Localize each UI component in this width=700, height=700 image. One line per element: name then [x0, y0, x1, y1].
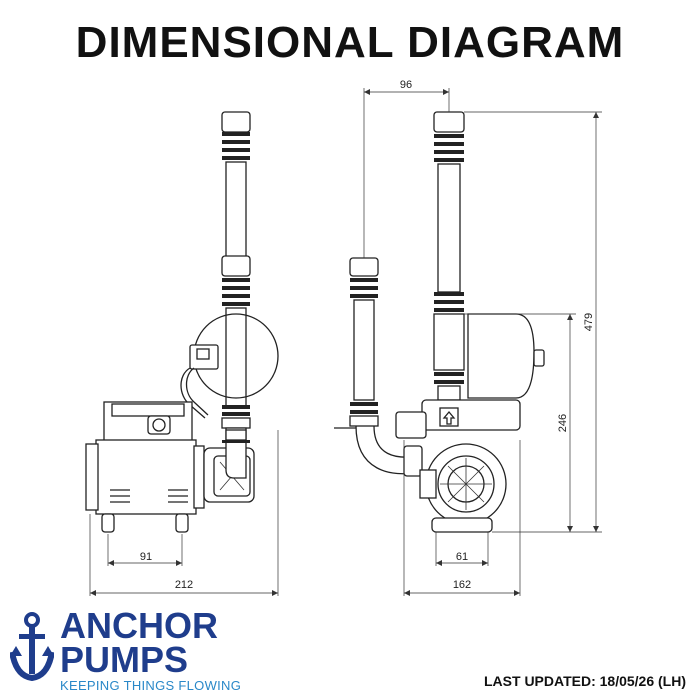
- last-updated-label: LAST UPDATED: 18/05/26 (LH): [484, 673, 686, 689]
- left-view-dimensions: 91 212: [89, 430, 279, 596]
- right-view-pump: [334, 111, 545, 533]
- brand-name-pumps: PUMPS: [60, 639, 189, 680]
- dimension-91: 91: [140, 551, 152, 563]
- anchor-icon: [10, 612, 54, 682]
- left-view-pump: [85, 111, 279, 533]
- brand-logo: ANCHOR PUMPS KEEPING THINGS FLOWING: [10, 606, 270, 696]
- dimension-479: 479: [583, 313, 595, 331]
- dimension-212: 212: [175, 579, 193, 591]
- dimension-61: 61: [456, 551, 468, 563]
- dimension-246: 246: [557, 414, 569, 432]
- dimension-162: 162: [453, 579, 471, 591]
- brand-name-anchor: ANCHOR: [60, 605, 218, 646]
- dimension-96: 96: [400, 79, 412, 91]
- brand-tagline: KEEPING THINGS FLOWING: [60, 678, 242, 693]
- page-title: DIMENSIONAL DIAGRAM: [75, 18, 625, 67]
- right-view-dimensions: 96 479 246 61 162: [363, 79, 602, 596]
